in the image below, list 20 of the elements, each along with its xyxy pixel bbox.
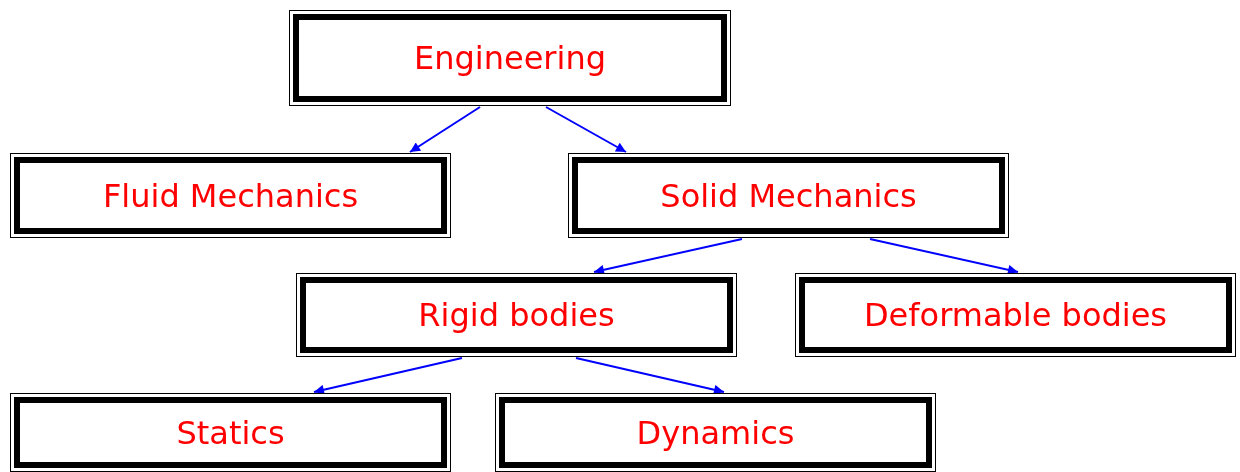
process-box: [10, 393, 451, 472]
box-label: Rigid bodies: [418, 296, 615, 334]
arrow: [313, 357, 463, 395]
process-box: [296, 273, 737, 357]
box-label: Fluid Mechanics: [102, 176, 359, 215]
process-box: [795, 273, 1236, 357]
box-label: Engineering: [414, 39, 606, 77]
arrow: [545, 106, 627, 153]
arrow: [575, 357, 725, 395]
box-label: Statics: [176, 413, 285, 452]
box-label: Dynamics: [636, 413, 795, 452]
process-box: [495, 393, 936, 472]
process-box: [568, 153, 1009, 238]
process-box: [10, 153, 451, 238]
box-label: Deformable bodies: [863, 296, 1168, 334]
arrow: [869, 238, 1019, 275]
arrow: [593, 238, 743, 275]
box-label: Solid Mechanics: [660, 176, 917, 215]
arrow: [409, 106, 481, 153]
process-box: [289, 10, 731, 106]
